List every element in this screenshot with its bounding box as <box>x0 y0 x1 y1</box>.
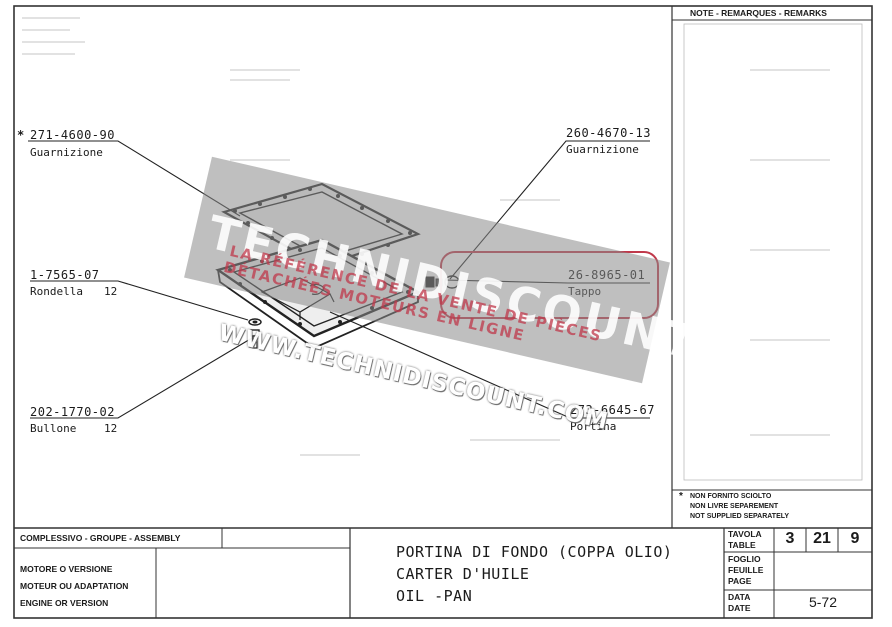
page-label: FOGLIO <box>728 554 761 564</box>
part-number: 26-8965-01 <box>568 268 646 282</box>
page-label: PAGE <box>728 576 752 586</box>
legend-symbol: * <box>679 491 683 502</box>
part-quantity: 12 <box>104 285 118 298</box>
part-description: Rondella <box>30 285 83 298</box>
highlight-box <box>440 251 659 319</box>
washer-part <box>248 318 262 326</box>
title-line-english: OIL -PAN <box>396 587 473 605</box>
engine-label: ENGINE OR VERSION <box>20 598 109 608</box>
engine-label: MOTEUR OU ADAPTATION <box>20 581 129 591</box>
date-label: DATE <box>728 603 751 613</box>
part-quantity: 12 <box>104 422 118 435</box>
part-description: Guarnizione <box>566 143 639 156</box>
page-label: FEUILLE <box>728 565 764 575</box>
title-line-italian: PORTINA DI FONDO (COPPA OLIO) <box>396 543 673 561</box>
table-label: TAVOLA <box>728 529 762 539</box>
legend-line: NON LIVRE SEPAREMENT <box>690 503 779 510</box>
part-number: 260-4670-13 <box>566 126 651 140</box>
sheet-frame <box>13 5 873 619</box>
table-label: TABLE <box>728 540 756 550</box>
not-supplied-marker: * <box>17 128 25 142</box>
title-line-french: CARTER D'HUILE <box>396 565 530 583</box>
date-value: 5-72 <box>808 594 838 610</box>
legend-line: NOT SUPPLIED SEPARATELY <box>690 513 790 520</box>
table-value: 3 <box>785 530 795 547</box>
engine-label: MOTORE O VERSIONE <box>20 564 113 574</box>
oil-pan-part <box>215 238 421 350</box>
table-value: 9 <box>850 530 860 547</box>
notes-inner-box <box>683 23 863 481</box>
legend-line: NON FORNITO SCIOLTO <box>690 493 772 500</box>
part-description: Guarnizione <box>30 146 103 159</box>
part-number: 1-7565-07 <box>30 268 100 282</box>
assembly-label: COMPLESSIVO - GROUPE - ASSEMBLY <box>20 533 181 543</box>
table-value: 21 <box>813 530 831 547</box>
part-number: 202-1770-02 <box>30 405 115 419</box>
bolt-part <box>250 329 260 349</box>
part-number: 273-6645-67 <box>570 403 655 417</box>
part-number: 271-4600-90 <box>30 128 115 142</box>
ghost-bleed-marks <box>22 17 830 456</box>
part-description: Tappo <box>568 285 602 298</box>
part-description: Bullone <box>30 422 77 435</box>
drain-plug-part <box>425 275 460 289</box>
part-description: Portina <box>570 420 617 433</box>
notes-header: NOTE - REMARQUES - REMARKS <box>690 8 827 18</box>
title-block-grid <box>14 527 872 618</box>
date-label: DATA <box>728 592 751 602</box>
